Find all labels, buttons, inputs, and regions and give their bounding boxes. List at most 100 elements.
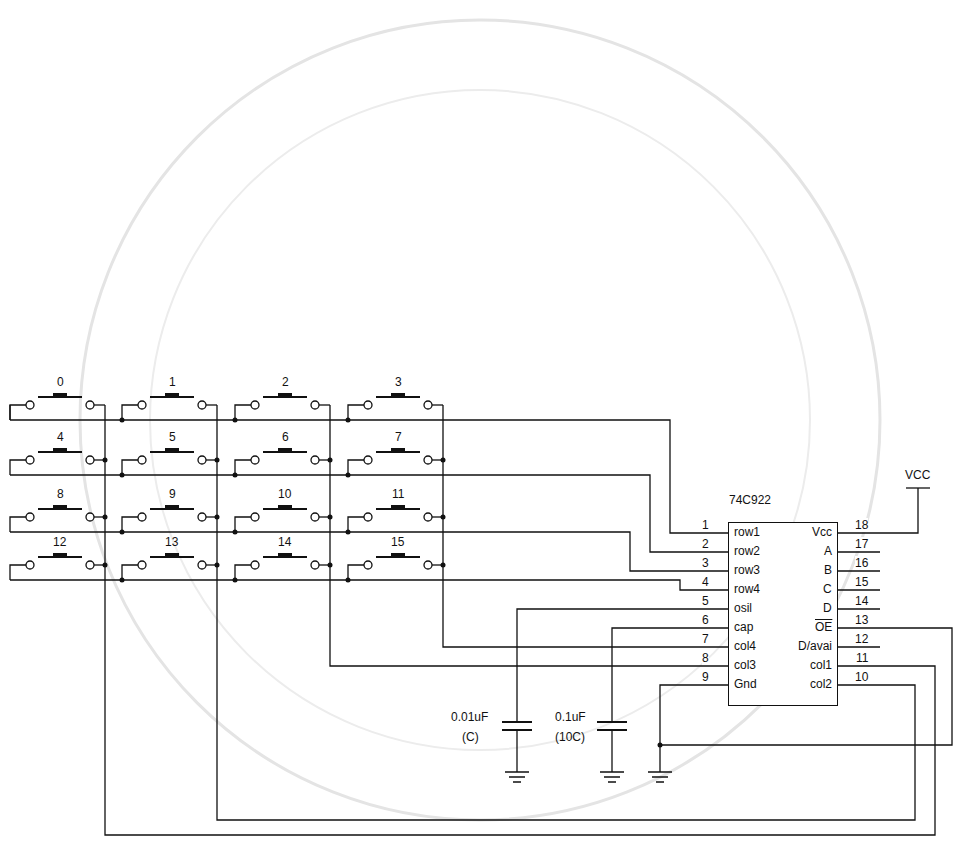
pin-number: 11 — [856, 651, 868, 665]
junction-dot — [328, 458, 333, 463]
pin-name: B — [824, 563, 832, 577]
switch-lead — [432, 404, 443, 405]
switch-button — [165, 553, 179, 557]
switch-terminal — [251, 401, 259, 409]
junction-dot — [328, 563, 333, 568]
column-wire — [217, 405, 915, 820]
switch-terminal — [364, 561, 372, 569]
switch-lead — [235, 405, 251, 420]
switch-lead — [348, 565, 364, 580]
switch-number: 14 — [278, 535, 291, 549]
switch-terminal — [138, 456, 146, 464]
switch-terminal — [138, 401, 146, 409]
pin-name: A — [824, 544, 832, 558]
switch-terminal — [26, 561, 34, 569]
switch-number: 15 — [391, 535, 404, 549]
switch-lead — [235, 460, 251, 475]
switch-terminal — [251, 561, 259, 569]
vcc-wire — [838, 488, 918, 533]
pin-number: 1 — [702, 518, 709, 532]
switch-number: 3 — [395, 375, 402, 389]
ic-part-number: 74C922 — [729, 493, 771, 507]
junction-dot — [441, 515, 446, 520]
switch-number: 7 — [395, 430, 402, 444]
switch-lead — [235, 565, 251, 580]
capacitor-ref: (10C) — [555, 730, 585, 744]
ground-symbol — [648, 772, 672, 782]
junction-dot — [233, 578, 238, 583]
switch-terminal — [311, 401, 319, 409]
pin-name: col1 — [810, 658, 832, 672]
switch-button — [278, 505, 292, 509]
switch-lead — [348, 405, 364, 420]
switch-button — [391, 505, 405, 509]
switch-lead — [10, 405, 26, 420]
switch-number: 9 — [169, 487, 176, 501]
switch-number: 10 — [278, 487, 291, 501]
switch-terminal — [198, 401, 206, 409]
switch-terminal — [86, 456, 94, 464]
switch-terminal — [311, 513, 319, 521]
pin-name: row4 — [734, 582, 760, 596]
switch-button — [53, 553, 67, 557]
row-wire — [10, 532, 728, 571]
switch-terminal — [364, 456, 372, 464]
pin-name: OE — [815, 620, 832, 634]
switch-terminal — [138, 561, 146, 569]
junction-dot — [120, 578, 125, 583]
pin-name: Vcc — [812, 525, 832, 539]
junction-dot — [120, 530, 125, 535]
switch-button — [278, 448, 292, 452]
ground-wire — [516, 730, 517, 772]
ground-symbol — [505, 772, 529, 782]
column-wire — [330, 405, 728, 666]
junction-dot — [441, 563, 446, 568]
keypad-switches — [10, 393, 446, 583]
junction-dot — [346, 473, 351, 478]
switch-button — [53, 393, 67, 397]
switch-terminal — [26, 513, 34, 521]
switch-button — [53, 505, 67, 509]
junction-dot — [215, 563, 220, 568]
pin-number: 10 — [855, 670, 868, 684]
junction-dot — [233, 530, 238, 535]
switch-lead — [122, 517, 138, 532]
switch-button — [53, 448, 67, 452]
switch-number: 2 — [282, 375, 289, 389]
switch-terminal — [251, 513, 259, 521]
switch-terminal — [138, 513, 146, 521]
junction-dot — [346, 418, 351, 423]
pin-number: 16 — [855, 556, 868, 570]
switch-number: 13 — [165, 535, 178, 549]
pin-name: col3 — [734, 658, 756, 672]
switch-terminal — [26, 401, 34, 409]
pin-number: 15 — [855, 575, 868, 589]
switch-number: 1 — [169, 375, 176, 389]
pin-name: row2 — [734, 544, 760, 558]
pin-number: 3 — [702, 556, 709, 570]
pin-name: col4 — [734, 639, 756, 653]
switch-number: 6 — [282, 430, 289, 444]
pin-stub — [838, 552, 880, 647]
switch-button — [165, 393, 179, 397]
switch-terminal — [311, 456, 319, 464]
pin-name: D/avai — [798, 639, 832, 653]
osc-wire — [517, 609, 728, 722]
switch-lead — [235, 517, 251, 532]
switch-number: 11 — [392, 487, 404, 501]
switch-number: 5 — [169, 430, 176, 444]
switch-number: 4 — [57, 430, 64, 444]
pin-number: 5 — [702, 594, 709, 608]
switch-lead — [122, 405, 138, 420]
pin-name: osil — [734, 601, 752, 615]
switch-terminal — [311, 561, 319, 569]
capacitor-symbol — [502, 722, 532, 730]
switch-lead — [348, 460, 364, 475]
switch-terminal — [26, 456, 34, 464]
pin-name: Gnd — [734, 677, 757, 691]
switch-lead — [10, 517, 26, 532]
switch-lead — [122, 460, 138, 475]
row-wire — [10, 475, 728, 552]
junction-dot — [103, 515, 108, 520]
